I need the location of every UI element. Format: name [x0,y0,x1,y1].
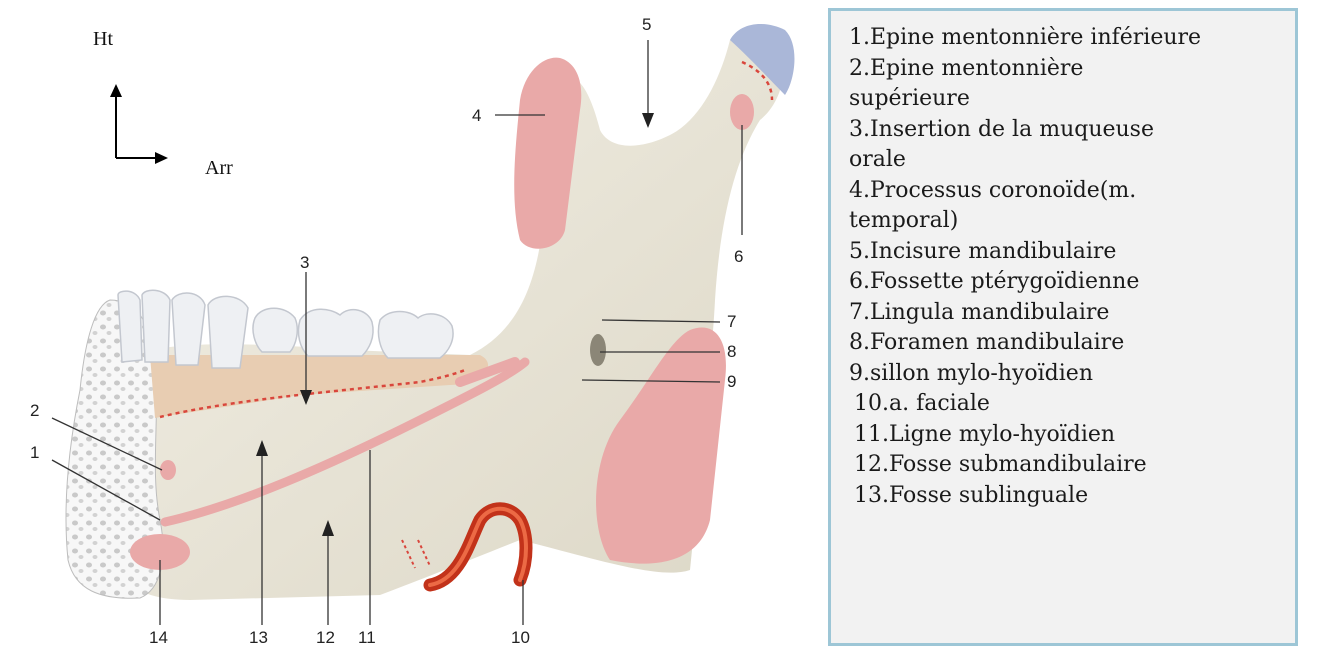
callout-2: 2 [30,401,39,420]
legend-item: 10.a. faciale [849,389,1295,420]
tooth [298,309,373,356]
pterygoid-fovea [730,94,754,130]
callout-7: 7 [727,312,736,331]
mandible-illustration: Ht Arr 1 2 3 4 5 6 7 8 9 10 11 1 [0,0,815,658]
legend-list: 1.Epine mentonnière inférieure 2.Epine m… [831,11,1295,511]
legend-item: temporal) [849,206,1295,237]
orientation-indicator: Ht Arr [93,28,233,179]
legend-item: 12.Fosse submandibulaire [849,450,1295,481]
tooth [142,290,170,362]
legend-item: 4.Processus coronoïde(m. [849,176,1295,207]
callout-14: 14 [149,628,168,647]
legend-item: 13.Fosse sublinguale [849,481,1295,512]
up-label: Ht [93,28,113,50]
callout-6: 6 [734,247,743,266]
tooth [208,296,248,368]
legend-item: orale [849,145,1295,176]
callout-9: 9 [727,372,736,391]
legend-item: 11.Ligne mylo-hyoïdien [849,420,1295,451]
legend-item: 1.Epine mentonnière inférieure [849,23,1295,54]
callout-1: 1 [30,443,39,462]
legend-panel: 1.Epine mentonnière inférieure 2.Epine m… [828,8,1298,646]
legend-item: 6.Fossette ptérygoïdienne [849,267,1295,298]
callout-12: 12 [316,628,335,647]
legend-item: 3.Insertion de la muqueuse [849,115,1295,146]
up-arrow-head [110,84,122,97]
back-label: Arr [205,157,233,179]
tooth [118,291,142,362]
callout-13: 13 [249,628,268,647]
legend-item: 7.Lingula mandibulaire [849,298,1295,329]
arrowhead-5 [642,113,654,128]
tooth [378,312,453,359]
callout-10: 10 [511,628,530,647]
mandibular-foramen [590,334,606,366]
callout-4: 4 [472,106,481,125]
legend-item: 8.Foramen mandibulaire [849,328,1295,359]
callout-3: 3 [300,253,309,272]
legend-item: 9.sillon mylo-hyoïdien [849,359,1295,390]
callout-5: 5 [642,15,651,34]
mandible-svg: Ht Arr 1 2 3 4 5 6 7 8 9 10 11 1 [0,0,815,658]
legend-item: supérieure [849,84,1295,115]
legend-item: 2.Epine mentonnière [849,54,1295,85]
back-arrow-head [155,152,168,164]
tooth [253,308,297,352]
lower-genial-spine-area [160,460,176,480]
callout-8: 8 [727,342,736,361]
callout-11: 11 [358,628,376,647]
legend-item: 5.Incisure mandibulaire [849,237,1295,268]
